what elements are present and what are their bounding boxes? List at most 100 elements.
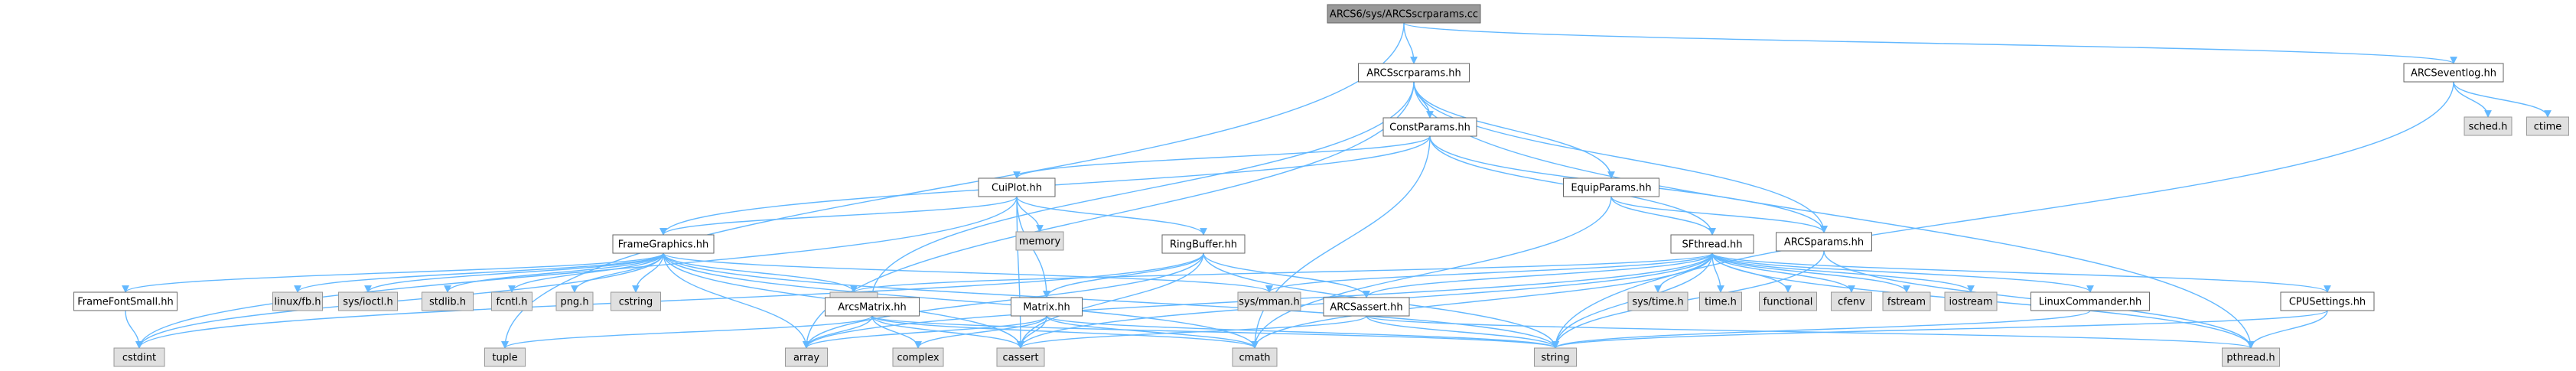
node-eventlog[interactable]: ARCSeventlog.hh [2403, 63, 2504, 83]
node-label-framefontsmall: FrameFontSmall.hh [77, 297, 174, 308]
edge-cuiplot-to-ringbuffer [1016, 196, 1207, 236]
node-box-fstream [1882, 291, 1931, 311]
edge-scrparams-to-arcsmatrix [868, 81, 1415, 298]
node-arcsparams[interactable]: ARCSparams.hh [1776, 232, 1872, 252]
node-label-fcntl: fcntl.h [496, 297, 527, 308]
node-box-matrix [1011, 297, 1083, 317]
node-framefontsmall[interactable]: FrameFontSmall.hh [73, 291, 177, 311]
edge-framegraphics-to-cstdint [135, 252, 664, 349]
node-box-eventlog [2403, 63, 2504, 83]
node-box-linuxfb [272, 291, 323, 311]
edge-sfthread-to-fstream [1711, 252, 1910, 293]
node-cpusettings[interactable]: CPUSettings.hh [2280, 291, 2375, 311]
node-label-systime: sys/time.h [1632, 297, 1683, 308]
node-stdlib: stdlib.h [422, 291, 474, 311]
node-box-sfthread [1670, 234, 1754, 254]
node-constparams[interactable]: ConstParams.hh [1382, 117, 1477, 137]
node-sysmman: sys/mman.h [1237, 291, 1301, 311]
node-box-ringbuffer [1161, 234, 1246, 254]
node-png: png.h [555, 291, 594, 311]
edge-matrix-to-array [803, 315, 1047, 349]
node-framegraphics[interactable]: FrameGraphics.hh [612, 234, 715, 254]
node-box-systime [1627, 291, 1689, 311]
node-cassert: cassert [996, 347, 1045, 367]
node-label-string: string [1541, 353, 1569, 364]
node-cfenv: cfenv [1831, 291, 1872, 311]
node-box-memory [1015, 231, 1064, 251]
edge-scrparams-to-constparams [1413, 81, 1434, 119]
node-linuxcommander[interactable]: LinuxCommander.hh [2031, 291, 2150, 311]
node-box-complex [892, 347, 944, 367]
node-complex: complex [892, 347, 944, 367]
edge-sfthread-to-sysmman [1265, 252, 1713, 293]
node-box-cmath [1232, 347, 1278, 367]
node-cstdint: cstdint [113, 347, 165, 367]
edge-scrparams-to-arcsparams [1413, 81, 1828, 233]
edge-sfthread-to-cpusettings [1711, 252, 2331, 293]
node-label-equipparams: EquipParams.hh [1571, 183, 1651, 194]
edge-ringbuffer-to-cassert [1017, 252, 1204, 349]
edge-framegraphics-to-stdlib [444, 252, 664, 293]
node-label-sched: sched.h [2469, 122, 2508, 133]
node-ringbuffer[interactable]: RingBuffer.hh [1161, 234, 1246, 254]
node-box-equipparams [1563, 177, 1659, 197]
node-label-fstream: fstream [1887, 297, 1926, 308]
edge-ringbuffer-to-matrix [1043, 252, 1204, 298]
node-ctime: ctime [2526, 116, 2569, 136]
node-arcsmatrix[interactable]: ArcsMatrix.hh [825, 297, 920, 317]
node-label-pthread: pthread.h [2226, 353, 2275, 364]
node-label-png: png.h [560, 297, 588, 308]
node-label-cassert: cassert [1002, 353, 1038, 364]
edge-ringbuffer-to-cstdint [135, 252, 1204, 349]
node-box-arcsparams [1776, 232, 1872, 252]
edge-arcsmatrix-to-string [871, 315, 1559, 349]
edge-matrix-to-complex [914, 315, 1047, 349]
edge-arcsmatrix-to-cassert [871, 315, 1024, 349]
node-box-functional [1759, 291, 1817, 311]
node-box-scrparams [1358, 63, 1470, 83]
node-box-sysioctl [338, 291, 398, 311]
node-array: array [785, 347, 828, 367]
node-root[interactable]: ARCS6/sys/ARCSscrparams.cc [1327, 4, 1481, 24]
edge-framegraphics-to-string [663, 252, 1559, 349]
edge-sfthread-to-unistd [850, 252, 1713, 293]
node-equipparams[interactable]: EquipParams.hh [1563, 177, 1659, 197]
edge-constparams-to-cuiplot [1013, 135, 1431, 179]
node-box-constparams [1382, 117, 1477, 137]
node-label-functional: functional [1763, 297, 1813, 308]
node-label-memory: memory [1019, 236, 1061, 248]
node-box-sysmman [1237, 291, 1301, 311]
node-label-cfenv: cfenv [1838, 297, 1865, 308]
edge-eventlog-to-sched [2453, 81, 2492, 118]
edge-sfthread-to-cmath [1251, 252, 1713, 349]
node-box-tuple [484, 347, 526, 367]
node-label-root: ARCS6/sys/ARCSscrparams.cc [1330, 9, 1478, 21]
node-label-stdlib: stdlib.h [429, 297, 466, 308]
node-label-cstring: cstring [619, 297, 653, 308]
node-sfthread[interactable]: SFthread.hh [1670, 234, 1754, 254]
node-arcsassert[interactable]: ARCSassert.hh [1323, 297, 1410, 317]
node-cuiplot[interactable]: CuiPlot.hh [978, 177, 1056, 197]
node-cstring: cstring [611, 291, 661, 311]
edge-arcsassert-to-pthread [1366, 315, 2255, 349]
edge-scrparams-to-equipparams [1413, 81, 1615, 179]
edge-equipparams-to-cmath [1251, 196, 1612, 349]
node-box-ctime [2526, 116, 2569, 136]
node-box-timeh [1699, 291, 1742, 311]
node-label-sysmman: sys/mman.h [1239, 297, 1300, 308]
edge-arcsparams-to-string [1552, 250, 1825, 349]
node-matrix[interactable]: Matrix.hh [1011, 297, 1083, 317]
edge-cpusettings-to-string [1552, 310, 2328, 349]
edge-cuiplot-to-framegraphics [659, 196, 1018, 236]
edge-framefontsmall-to-cstdint [125, 310, 143, 349]
node-label-linuxfb: linux/fb.h [275, 297, 321, 308]
edge-arcsassert-to-string [1366, 315, 1559, 349]
node-label-tuple: tuple [492, 353, 517, 364]
node-scrparams[interactable]: ARCSscrparams.hh [1358, 63, 1470, 83]
edge-framegraphics-to-sysioctl [364, 252, 664, 293]
edge-eventlog-to-string [1552, 81, 2454, 349]
node-box-iostream [1944, 291, 1998, 311]
node-fcntl: fcntl.h [491, 291, 532, 311]
node-box-root [1327, 4, 1481, 24]
edge-arcsmatrix-to-cmath [871, 315, 1259, 349]
